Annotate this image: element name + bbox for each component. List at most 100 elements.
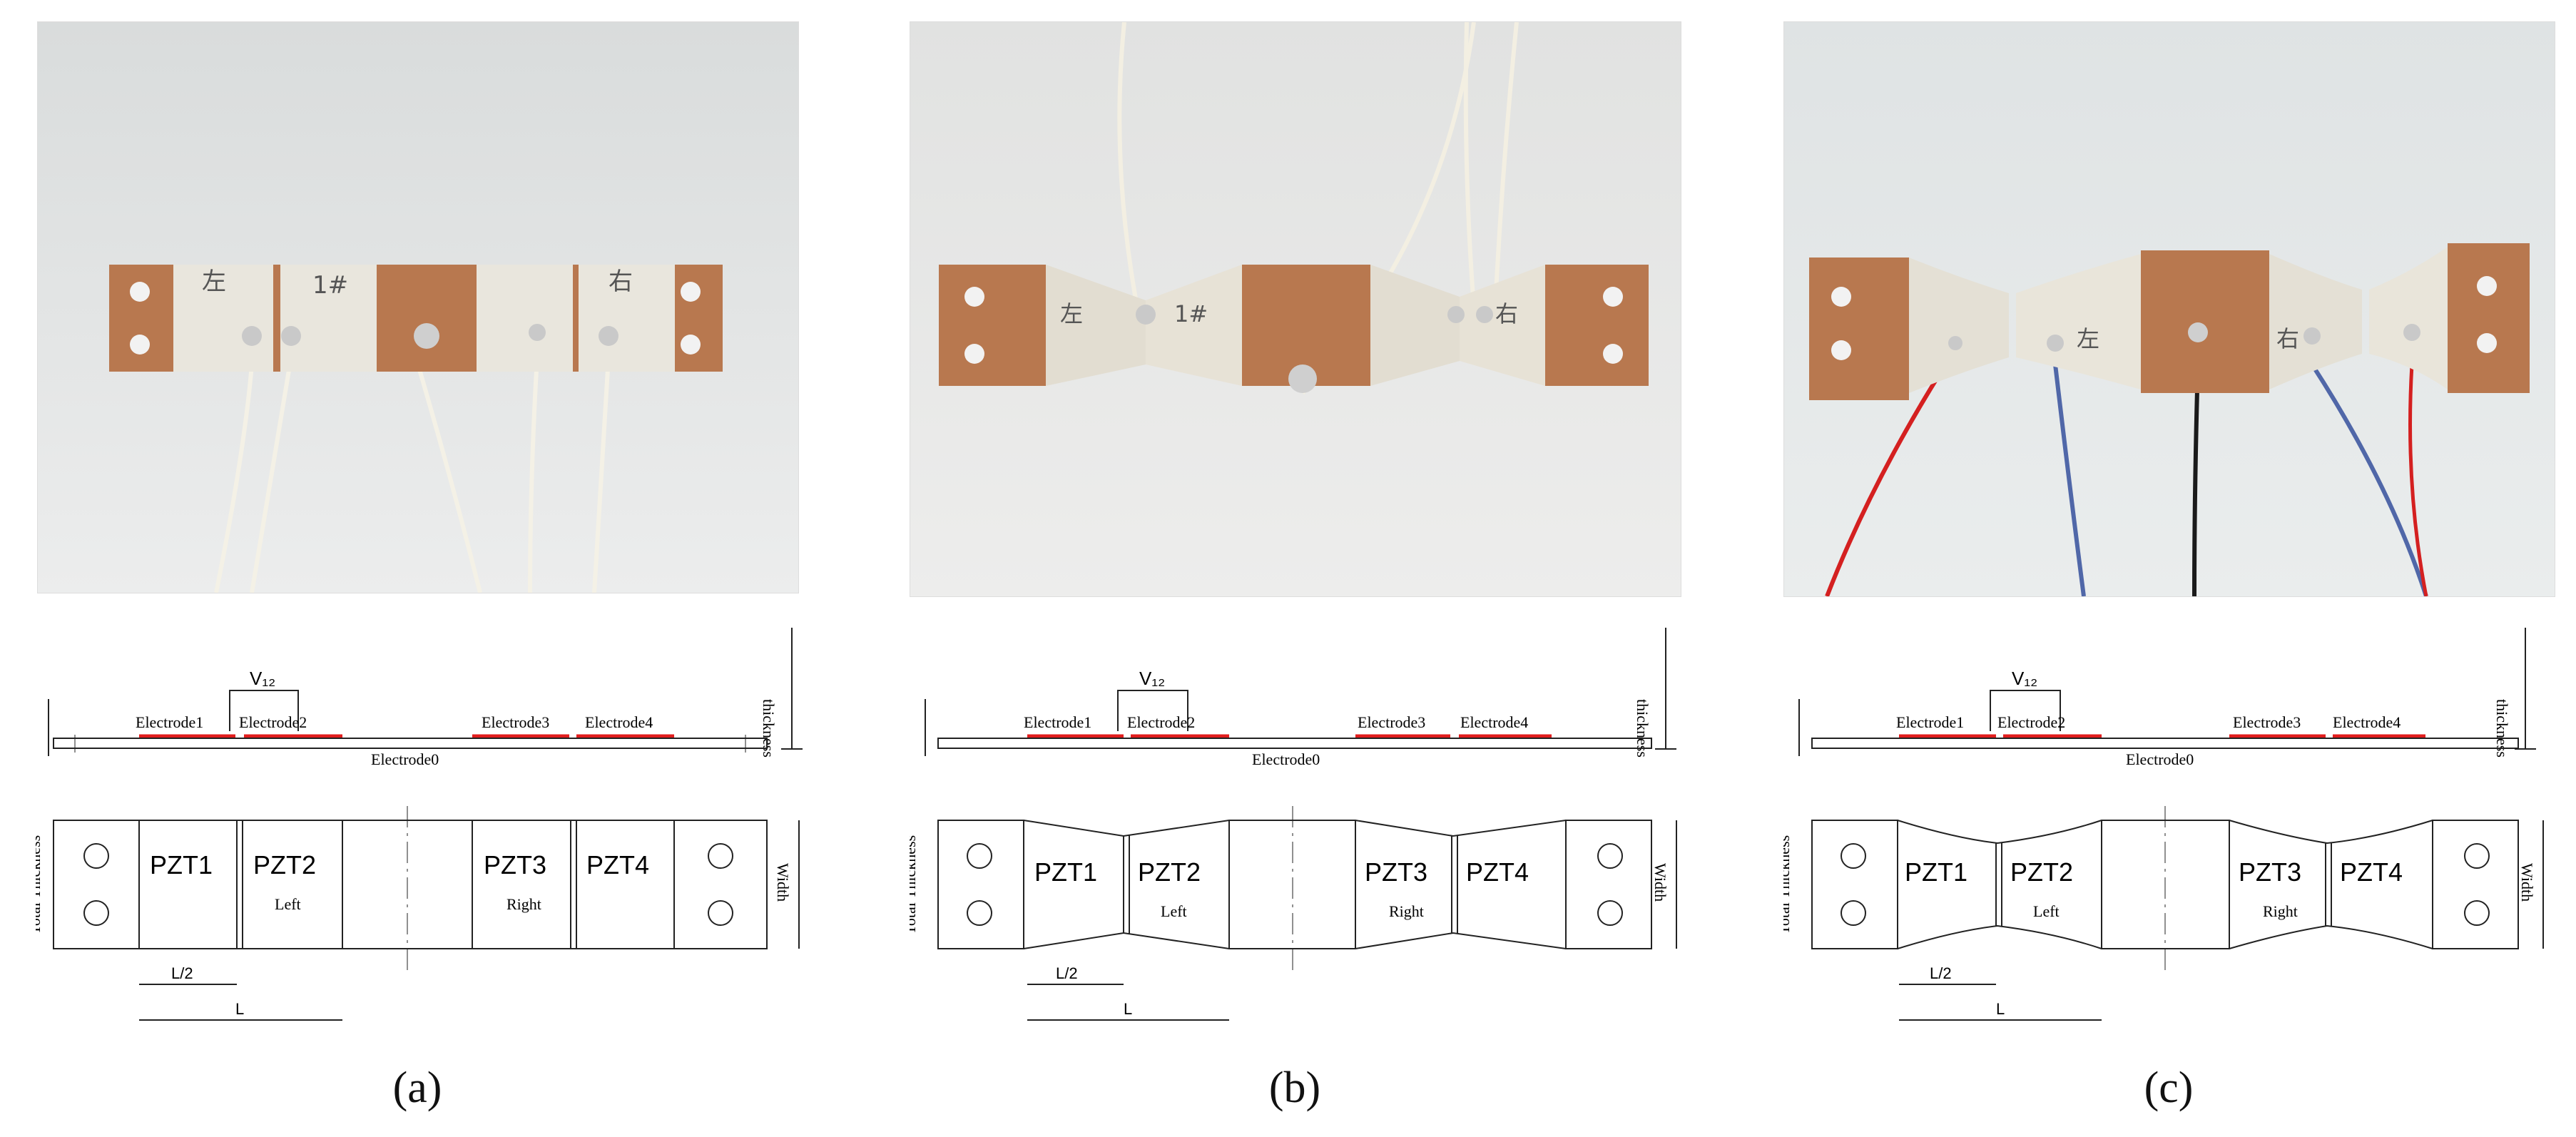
bolt-hole-drawing <box>967 900 992 926</box>
caption-b: (b) <box>1268 1064 1321 1112</box>
pzt-patch-1 <box>1909 258 2009 393</box>
wire-black <box>2192 364 2200 596</box>
bolt-hole <box>681 282 701 302</box>
handwriting: 右 <box>1495 300 1518 327</box>
bolt-hole-drawing <box>1597 900 1623 926</box>
wire <box>528 357 539 593</box>
drawing-c: thickness V₁₂ Electrode1 Electrode2 Elec… <box>1783 613 2568 1041</box>
pzt1-label: PZT1 <box>150 850 213 879</box>
bolt-hole-drawing <box>1841 843 1866 869</box>
pzt3-sub-label: Right <box>2263 902 2298 920</box>
bolt-hole-drawing <box>2464 843 2490 869</box>
bolt-hole-drawing <box>708 900 733 926</box>
bolt-hole-drawing <box>83 843 109 869</box>
pzt-patch-2 <box>2016 254 2141 389</box>
handwriting: 左 <box>2077 325 2099 352</box>
length-label: L <box>1996 1000 2005 1018</box>
solder-joint <box>1447 306 1465 323</box>
wire <box>214 364 254 593</box>
electrode1-label: Electrode1 <box>1024 713 1091 731</box>
pzt3-label: PZT3 <box>484 850 546 879</box>
pzt3-sub-label: Right <box>1389 902 1424 920</box>
bolt-hole <box>2477 276 2497 296</box>
wire <box>592 357 611 593</box>
bolt-hole-drawing <box>708 843 733 869</box>
drawing-a: thickness V₁₂ Electrode1 Electrode2 Elec… <box>36 613 835 1041</box>
pzt-patch-4 <box>2369 247 2448 389</box>
bolt-hole-drawing <box>83 900 109 926</box>
half-length-label: L/2 <box>1930 964 1952 982</box>
pzt-patch-2 <box>280 265 377 372</box>
photo-a: 左 1# 右 <box>37 21 799 593</box>
panel-c: 左 右 thickness V₁₂ Electrode1 Electrode2 … <box>1783 0 2576 1137</box>
pzt3-sub-label: Right <box>506 895 541 913</box>
wire <box>250 357 293 593</box>
solder-joint <box>414 323 439 349</box>
wire-blue <box>2310 363 2428 596</box>
electrode4-label: Electrode4 <box>1460 713 1528 731</box>
wire-blue <box>2053 364 2086 596</box>
wire-red <box>2408 364 2428 596</box>
v12-bracket <box>1117 690 1188 731</box>
solder-joint <box>1948 336 1962 350</box>
caption-c: (c) <box>2144 1064 2194 1112</box>
wire <box>414 357 482 593</box>
pzt3-label: PZT3 <box>1365 857 1427 887</box>
panel-a: 左 1# 右 thickness V₁₂ Electrode1 Electrod… <box>36 0 877 1137</box>
copper-tab <box>939 265 1046 386</box>
electrode1-label: Electrode1 <box>136 713 203 731</box>
solder-joint <box>2303 327 2321 345</box>
wire <box>1117 22 1141 315</box>
pzt4-label: PZT4 <box>2340 857 2403 887</box>
pzt-patch-4 <box>579 265 675 372</box>
caption-a: (a) <box>392 1064 442 1112</box>
bolt-hole <box>1831 340 1851 360</box>
substrate-side-view <box>1811 738 2519 749</box>
solder-joint <box>2188 322 2208 342</box>
solder-joint <box>529 324 546 341</box>
photo-c: 左 右 <box>1783 21 2555 597</box>
solder-joint <box>242 326 262 346</box>
pzt4-label: PZT4 <box>1466 857 1529 887</box>
copper-tab <box>2448 243 2530 393</box>
beam-bottom-edge <box>1023 932 1567 949</box>
solder-joint <box>1288 364 1317 393</box>
solder-joint <box>599 326 618 346</box>
bolt-hole <box>2477 333 2497 353</box>
substrate-side-view <box>53 738 768 749</box>
length-label: L <box>235 1000 244 1018</box>
copper-tab <box>1545 265 1649 386</box>
wire-red <box>1825 370 1943 596</box>
bolt-hole <box>130 282 150 302</box>
electrode0-label: Electrode0 <box>371 750 439 768</box>
pzt2-sub-label: Left <box>275 895 301 913</box>
width-label: Width <box>774 863 792 902</box>
pzt4-label: PZT4 <box>586 850 649 879</box>
total-thickness-label: Total Thickness <box>910 835 919 934</box>
v12-bracket <box>229 690 299 731</box>
handwriting: 右 <box>609 267 633 296</box>
length-label: L <box>1124 1000 1132 1018</box>
beam-top-edge <box>1023 820 1567 837</box>
beam-end-left <box>1811 820 1898 949</box>
electrode4-label: Electrode4 <box>2333 713 2401 731</box>
wire <box>1463 22 1476 308</box>
pzt3-label: PZT3 <box>2239 857 2301 887</box>
width-label: Width <box>1651 863 1669 902</box>
v12-label: V₁₂ <box>2012 668 2037 689</box>
pzt-patch-1 <box>173 265 273 372</box>
total-thickness-label: Total Thickness <box>36 835 44 934</box>
pzt2-sub-label: Left <box>1161 902 1187 920</box>
bolt-hole-drawing <box>2464 900 2490 926</box>
beam-end-left <box>937 820 1024 949</box>
bolt-hole <box>1603 287 1623 307</box>
handwriting: 左 <box>1060 300 1083 327</box>
drawing-b: thickness V₁₂ Electrode1 Electrode2 Elec… <box>910 613 1709 1041</box>
pzt2-sub-label: Left <box>2033 902 2060 920</box>
pzt-patch-3 <box>477 265 573 372</box>
pzt2-label: PZT2 <box>1138 857 1201 887</box>
solder-joint <box>1136 305 1156 325</box>
bolt-hole <box>1831 287 1851 307</box>
bolt-hole-drawing <box>1841 900 1866 926</box>
width-label: Width <box>2518 863 2536 902</box>
